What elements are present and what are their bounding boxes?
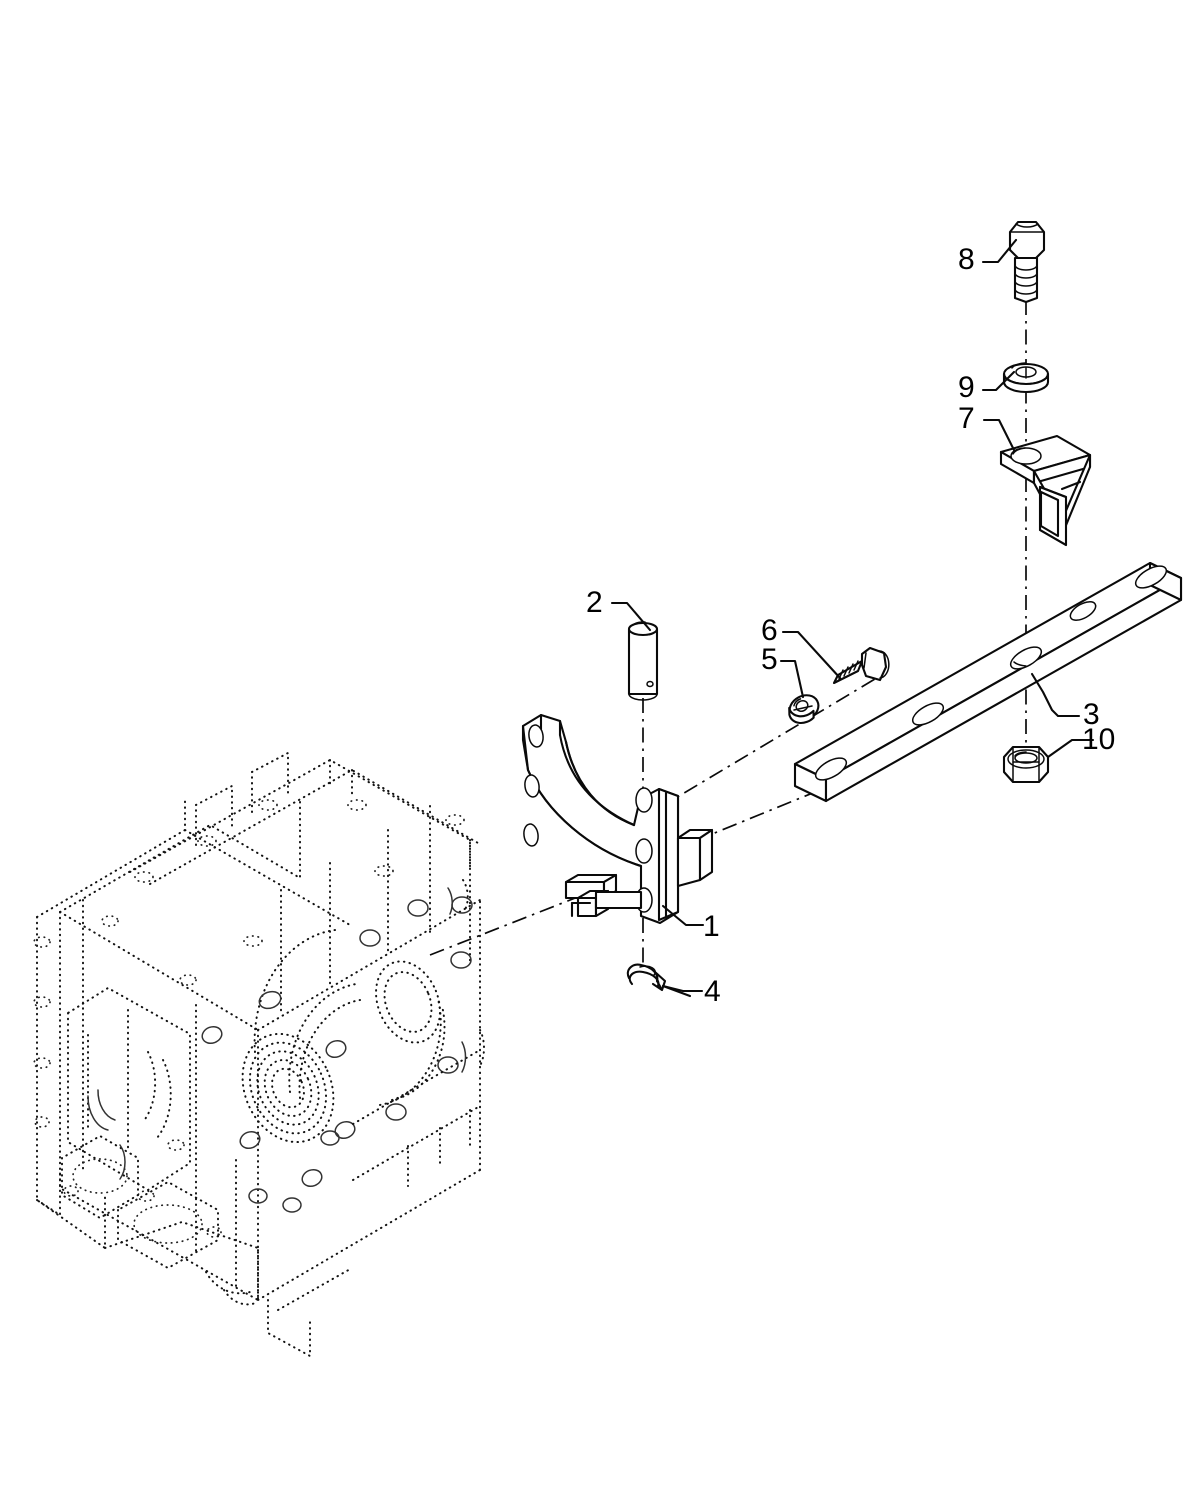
leader-2 [610,601,652,632]
callout-5: 5 [761,643,778,676]
axis-bracket-diagonal-lower [667,789,821,853]
part-drawbar [793,561,1183,803]
callout-3: 3 [1083,698,1100,731]
part-hex-nut [1002,745,1050,784]
axis-bolt6-diagonal [658,675,881,809]
callout-8: 8 [958,243,975,276]
leader-8 [981,238,1018,264]
leader-1 [661,904,705,927]
callout-9: 9 [958,371,975,404]
leader-9 [981,370,1016,392]
part-support-bracket [521,713,714,925]
part-lock-washer [1002,362,1050,394]
leader-5 [779,659,805,699]
leader-lines [610,238,1095,993]
transmission-housing-phantom [33,751,485,1358]
part-hex-bolt-short [832,646,890,685]
leader-4 [661,984,704,993]
leader-6 [781,630,842,680]
leader-10 [1046,738,1095,759]
center-lines [429,300,1027,968]
part-clevis-pin [627,621,659,701]
callout-7: 7 [958,402,975,435]
part-u-strap-clamp [999,434,1092,547]
leader-7 [982,418,1016,452]
leader-3 [1030,672,1081,718]
callout-4: 4 [704,975,721,1008]
callout-2: 2 [586,586,603,619]
callout-1: 1 [703,910,720,943]
axis-housing-diagonal [429,892,589,956]
callout-6: 6 [761,614,778,647]
callout-10: 10 [1082,723,1116,756]
part-hex-bolt-long [1008,220,1046,304]
part-flat-washer [788,694,820,725]
